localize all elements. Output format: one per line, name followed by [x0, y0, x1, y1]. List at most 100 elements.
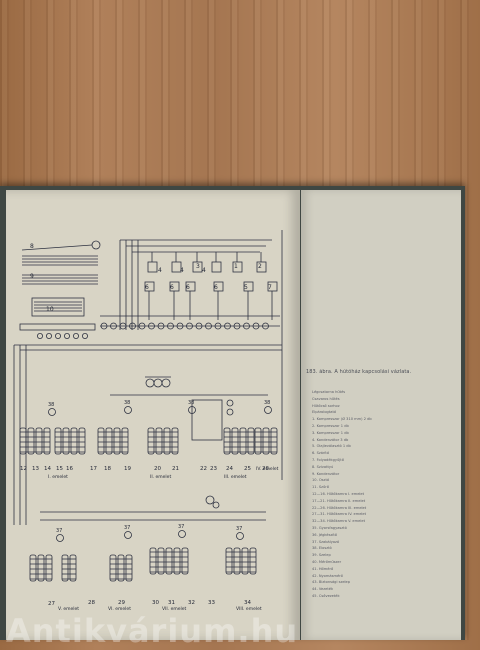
- node-label: 38: [188, 400, 194, 406]
- cooling-coil: [173, 547, 181, 575]
- room-number-label: 27: [48, 601, 55, 607]
- right-page: [301, 190, 461, 640]
- component-number-label: 10: [46, 306, 54, 313]
- legend-item: 36. Jégkészítő: [312, 532, 337, 537]
- component-box: [31, 297, 85, 317]
- component-box: [171, 261, 182, 273]
- room-number-label: 22: [200, 466, 207, 472]
- valve-circle: [205, 495, 215, 505]
- cooling-coil: [249, 547, 257, 575]
- valve-circle: [48, 408, 56, 416]
- cooling-coil: [105, 427, 113, 455]
- component-box: [169, 281, 180, 292]
- valve-circle: [73, 332, 80, 339]
- cooling-coil: [61, 554, 69, 582]
- legend-item: 10. Osztó: [312, 478, 330, 483]
- component-box: [192, 261, 203, 273]
- cooling-coil: [43, 427, 51, 455]
- component-number-label: 2: [258, 263, 262, 270]
- cooling-coil: [70, 427, 78, 455]
- component-number-label: 7: [268, 284, 272, 291]
- component-box: [243, 281, 254, 292]
- cooling-coil: [35, 427, 43, 455]
- component-number-label: 8: [30, 243, 34, 250]
- valve-circle: [82, 332, 89, 339]
- legend-item: 38. Elosztó: [312, 546, 332, 551]
- valve-circle: [226, 408, 234, 416]
- room-number-label: 17: [90, 466, 97, 472]
- node-label: 37: [178, 524, 184, 530]
- cooling-coil: [262, 427, 270, 455]
- watermark-text: Antikvárium.hu: [6, 612, 299, 650]
- component-number-label: 6: [214, 284, 218, 291]
- pipe-line: [21, 244, 93, 251]
- room-number-label: 26: [262, 466, 269, 472]
- room-name-label: III. emelet: [224, 474, 247, 480]
- cooling-coil: [62, 427, 70, 455]
- valve-circle: [124, 406, 132, 414]
- valve-circle: [161, 378, 171, 388]
- cooling-coil: [117, 554, 125, 582]
- cooling-coil: [27, 427, 35, 455]
- room-number-label: 29: [118, 600, 125, 606]
- cooling-coil: [239, 427, 247, 455]
- room-name-label: VII. emelet: [162, 606, 187, 612]
- legend-item: 22—26. Hűtőkamra III. emelet: [312, 505, 367, 510]
- cooling-coil: [45, 554, 53, 582]
- component-box: [191, 399, 223, 441]
- legend-item: 12—16. Hűtőkamra I. emelet: [312, 492, 365, 496]
- valve-circle: [264, 406, 272, 414]
- legend-item: 32—34. Hűtőkamra V. emelet: [312, 519, 365, 524]
- component-number-label: 1: [234, 263, 238, 270]
- legend-item: 41. Hőmérő: [312, 566, 334, 571]
- component-number-label: 5: [244, 284, 248, 291]
- legend-item: Csavaros hűtés: [312, 396, 340, 401]
- valve-circle: [64, 332, 71, 339]
- valve-circle: [226, 399, 234, 407]
- cooling-coil: [78, 427, 86, 455]
- component-box: [232, 261, 243, 273]
- room-number-label: 32: [188, 600, 195, 606]
- component-number-label: 4: [202, 267, 206, 274]
- legend-item: 2. Kompresszor 1 db: [312, 424, 349, 428]
- room-name-label: I. emelet: [48, 474, 68, 480]
- valve-circle: [55, 332, 62, 339]
- room-number-label: 31: [168, 600, 175, 606]
- legend-item: 17—21. Hűtőkamra II. emelet: [312, 498, 366, 503]
- legend-item: 5. Olajleválasztó 1 db: [312, 444, 351, 449]
- room-number-label: 34: [244, 600, 251, 606]
- valve-circle: [91, 240, 101, 250]
- legend-item: 45. Csővezeték: [312, 594, 340, 598]
- component-number-label: 4: [158, 267, 162, 274]
- component-box: [213, 281, 224, 292]
- node-label: 37: [236, 526, 242, 532]
- cooling-coil: [97, 427, 105, 455]
- cooling-coil: [155, 427, 163, 455]
- valve-circle: [153, 378, 163, 388]
- room-number-label: 30: [152, 600, 159, 606]
- room-number-label: 13: [32, 466, 39, 472]
- component-number-label: 6: [145, 284, 149, 291]
- cooling-coil: [54, 427, 62, 455]
- cooling-coil: [247, 427, 255, 455]
- room-number-label: 25: [244, 466, 251, 472]
- valve-circle: [46, 332, 53, 339]
- component-box: [147, 261, 158, 273]
- valve-circle: [145, 378, 155, 388]
- room-number-label: 28: [88, 600, 95, 606]
- cooling-coil: [163, 427, 171, 455]
- legend-item: 3. Kompresszor 1 db: [312, 430, 349, 435]
- legend-item: 43. Biztonsági szelep: [312, 580, 351, 585]
- cooling-coil: [171, 427, 179, 455]
- component-box: [267, 281, 278, 292]
- cooling-coil: [225, 547, 233, 575]
- cooling-coil: [223, 427, 231, 455]
- valve-circle: [236, 532, 244, 540]
- legend-item: 42. Nyomásmérő: [312, 573, 343, 578]
- cooling-coil: [29, 554, 37, 582]
- component-box: [211, 261, 222, 273]
- room-number-label: 14: [44, 466, 51, 472]
- component-box: [144, 281, 155, 292]
- room-number-label: 19: [124, 466, 131, 472]
- component-number-label: 3: [196, 263, 200, 270]
